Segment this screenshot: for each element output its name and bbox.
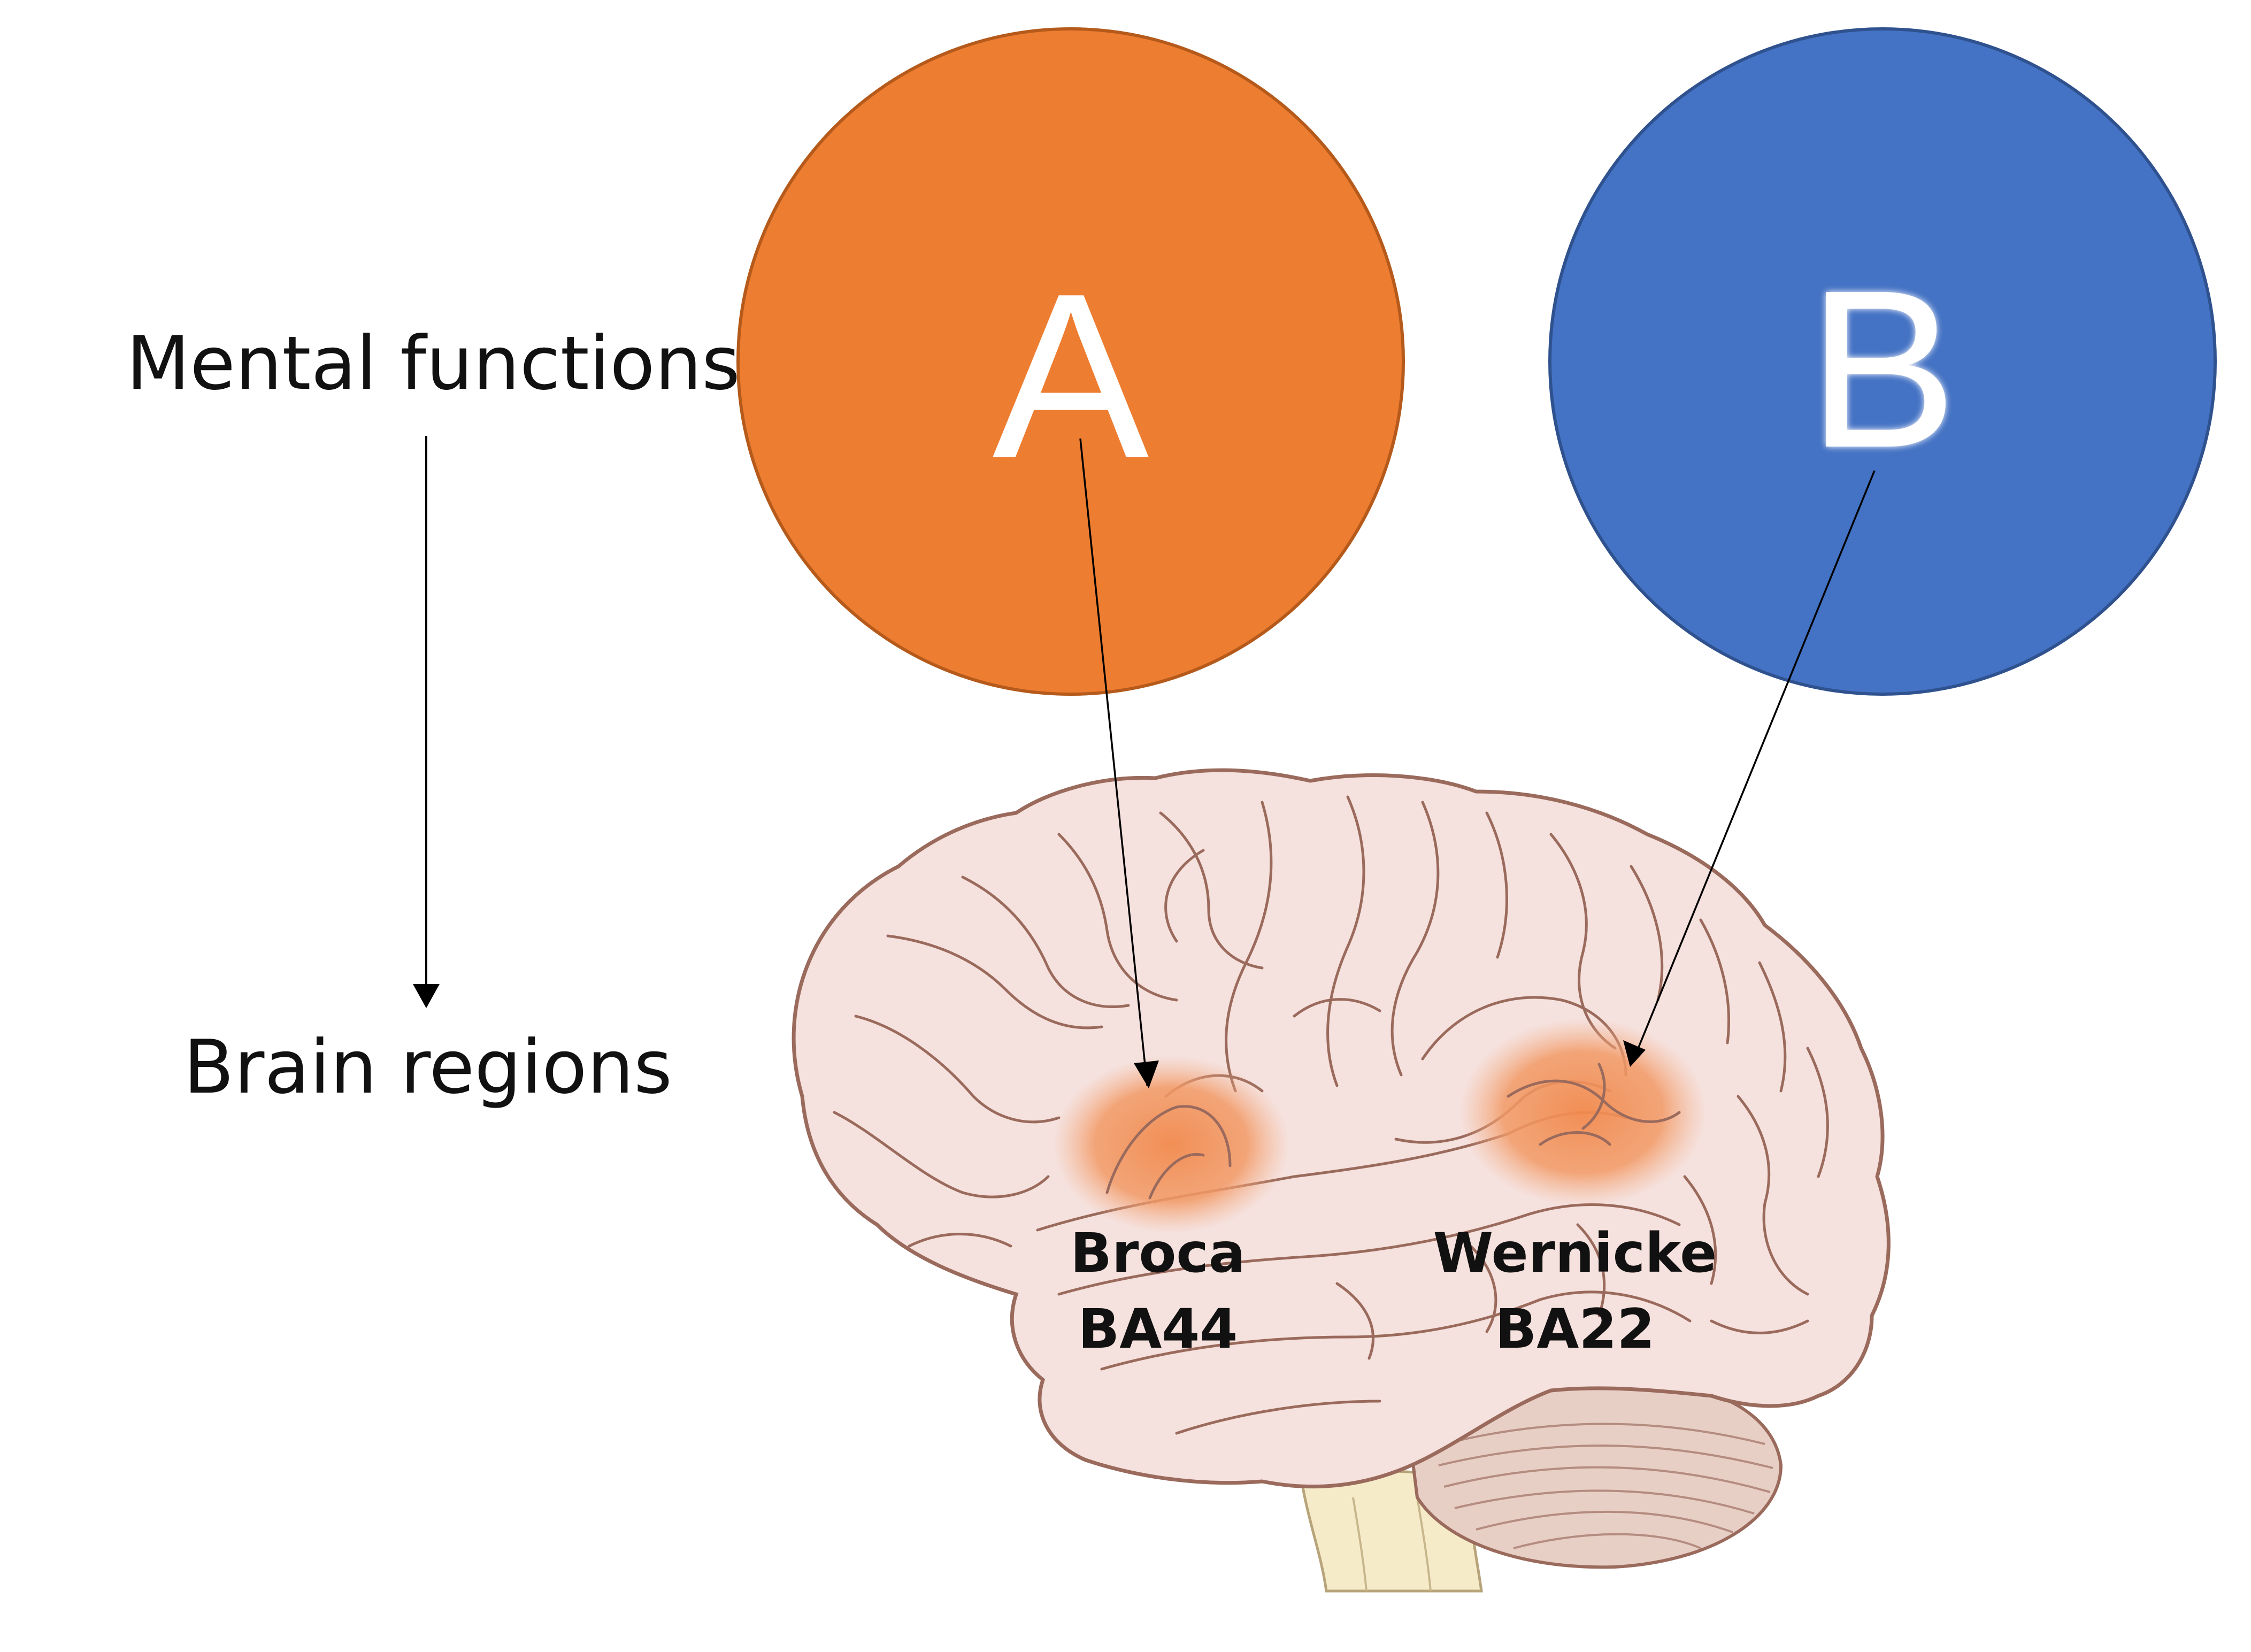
brain-illustration	[792, 768, 1891, 1593]
function-a-node: A	[736, 27, 1405, 696]
broca-name-label: Broca	[1070, 1221, 1245, 1285]
functions-to-regions-arrowhead	[413, 984, 440, 1008]
brain-regions-label: Brain regions	[183, 1024, 672, 1110]
broca-highlight	[1054, 1056, 1289, 1233]
wernicke-highlight	[1460, 1019, 1706, 1206]
a-to-broca-arrowhead	[1134, 1061, 1159, 1088]
function-a-circle	[736, 27, 1405, 696]
wernicke-name-label: Wernicke	[1433, 1221, 1717, 1285]
cerebral-cortex	[792, 768, 1891, 1489]
function-a-letter: A	[992, 245, 1150, 508]
a-to-broca-arrow	[1079, 438, 1148, 1086]
wernicke-code-label: BA22	[1495, 1297, 1655, 1361]
mental-functions-label: Mental functions	[126, 320, 740, 406]
b-to-wernicke-arrow	[1633, 470, 1876, 1059]
broca-code-label: BA44	[1078, 1297, 1238, 1361]
b-to-wernicke-arrowhead	[1623, 1040, 1646, 1067]
function-b-circle	[1548, 27, 2217, 696]
function-b-letter: B	[1808, 244, 1957, 495]
function-b-node: B	[1548, 27, 2217, 696]
